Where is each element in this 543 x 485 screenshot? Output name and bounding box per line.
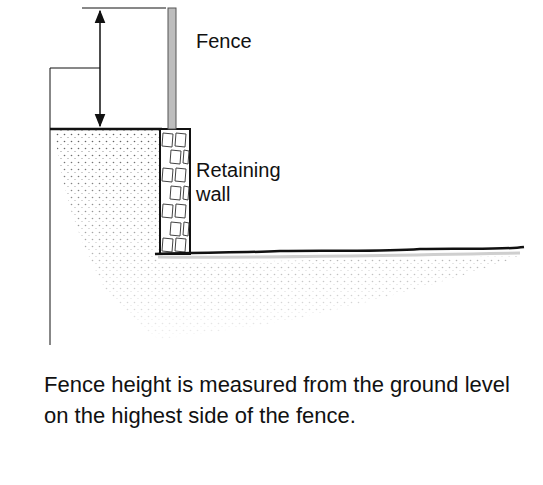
stone	[170, 186, 181, 200]
part-label: Fence	[196, 29, 316, 53]
stone	[183, 222, 189, 236]
caption: Fence height is measured from the ground…	[44, 370, 514, 432]
stone	[175, 133, 186, 147]
soil	[55, 130, 520, 340]
leader-line	[50, 68, 100, 345]
ground-shadow	[158, 253, 520, 257]
stone	[162, 168, 173, 182]
stone	[162, 204, 173, 218]
stone	[162, 238, 173, 252]
extension-line	[82, 8, 166, 9]
wall-stones	[162, 133, 189, 252]
part-label: Retaining wall	[196, 158, 306, 206]
stone	[170, 150, 181, 164]
stone	[175, 238, 186, 252]
retaining-wall	[160, 129, 190, 254]
stone	[183, 150, 189, 164]
upper-ground	[50, 128, 162, 131]
stone	[175, 204, 186, 218]
stone	[170, 222, 181, 236]
fence-post	[168, 8, 176, 129]
stone	[175, 168, 186, 182]
stone	[162, 133, 173, 147]
stone	[183, 186, 189, 200]
